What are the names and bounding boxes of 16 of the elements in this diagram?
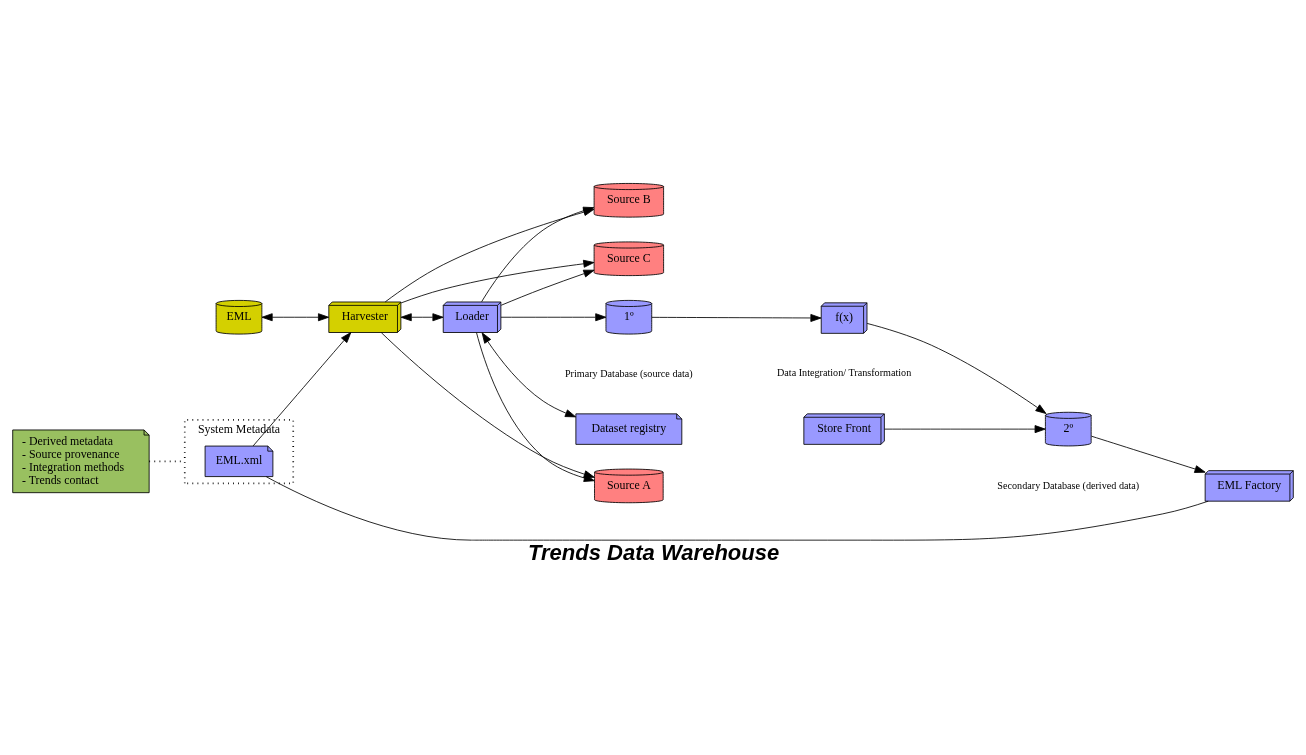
arrow [500,269,595,306]
arrow [400,259,595,304]
arrow [481,332,577,418]
node-label: Secondary Database (derived data) [997,479,1140,491]
arrow [1091,435,1206,473]
caption: Trends Data Warehouse [527,540,780,566]
arrow [261,313,330,322]
node-label: Primary Database (source data) [564,367,693,379]
arrow [252,332,352,447]
connector [265,476,1209,541]
arrow [866,323,1047,414]
arrow [884,425,1046,434]
arrow [651,314,822,322]
arrow [500,313,607,322]
node-label: Data Integration/ Transformation [776,366,912,378]
arrow [400,313,444,322]
